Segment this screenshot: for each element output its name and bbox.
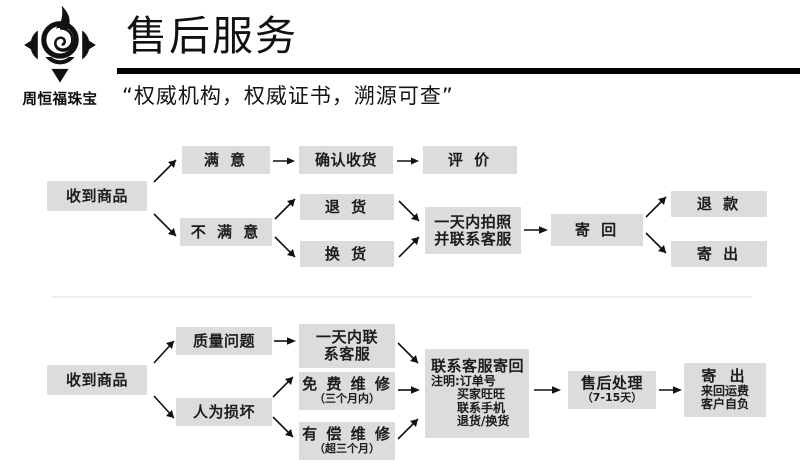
flow2-node-free-repair: 免 费 维 修 （三个月内） [299,372,395,410]
flow2-arrow-start-to-damage [152,392,180,422]
brand-logo: 周恒福珠宝 [8,4,112,112]
flow1-arrow-exchange-to-photo [398,234,424,260]
flow1-node-review: 评 价 [423,146,517,174]
flow1-node-ship-out: 寄 出 [671,241,767,267]
flow1-node-refund: 退 款 [671,191,767,217]
flow2-node-contact-oneday: 一天内联 系客服 [299,324,395,368]
flow2-arrow-free-repair-to-sendback [398,383,422,397]
flow1-arrow-unsatisfied-to-exchange [274,234,300,260]
flow2-arrow-contact-to-sendback [397,340,423,366]
flow1-arrow-satisfied-to-confirm [273,154,297,168]
flow2-arrow-quality-to-contact [274,334,298,348]
flow1-node-return-goods: 退 货 [300,194,394,220]
flow2-arrow-paid-repair-to-sendback [397,416,423,442]
brand-name: 周恒福珠宝 [22,92,98,108]
flow1-arrow-sendback-to-refund [645,194,671,220]
flow1-arrow-confirm-to-review [397,154,421,168]
flow1-node-unsatisfied: 不 满 意 [180,218,272,246]
flow2-arrow-damage-to-free-repair [272,374,298,400]
flow1-arrow-unsatisfied-to-return [274,196,300,222]
flow2-node-contact-send-back: 联系客服寄回 注明:订单号 买家旺旺 联系手机 退货/换货 [425,349,529,438]
flow2-node-human-damage: 人为损坏 [176,398,272,426]
section-divider [52,296,752,298]
ornate-flourish-logo-icon [17,4,103,86]
flow2-arrow-start-to-quality [152,337,180,367]
flow2-node-process: 售后处理 （7-15天） [568,371,656,409]
flow1-node-photo-contact: 一天内拍照 并联系客服 [425,207,521,254]
flow2-node-start: 收到商品 [47,365,147,395]
flow1-node-confirm-receipt: 确认收货 [299,146,393,174]
flow2-node-quality-issue: 质量问题 [176,327,272,355]
flow1-arrow-return-to-photo [398,198,424,224]
flow2-node-paid-repair: 有 偿 维 修 （超三个月） [299,422,395,460]
flow2-arrow-damage-to-paid-repair [272,414,298,440]
flow1-node-start: 收到商品 [47,181,147,211]
page-title: 售后服务 [126,12,298,60]
flow1-node-exchange-goods: 换 货 [300,241,394,267]
flow2-arrow-sendback-to-process [534,383,564,397]
page-subtitle: “权威机构，权威证书，溯源可查” [122,84,454,108]
flow1-arrow-photo-to-sendback [524,223,550,237]
header-rule [117,68,800,74]
flow1-node-satisfied: 满 意 [182,146,270,174]
flow2-arrow-process-to-shipout [659,383,685,397]
flow2-node-ship-out: 寄 出 来回运费 客户自负 [684,363,766,417]
flow1-arrow-start-to-unsatisfied [152,210,182,240]
flow1-node-send-back: 寄 回 [551,214,643,246]
flow1-arrow-sendback-to-shipout [645,230,671,256]
flow1-arrow-start-to-satisfied [152,156,182,186]
